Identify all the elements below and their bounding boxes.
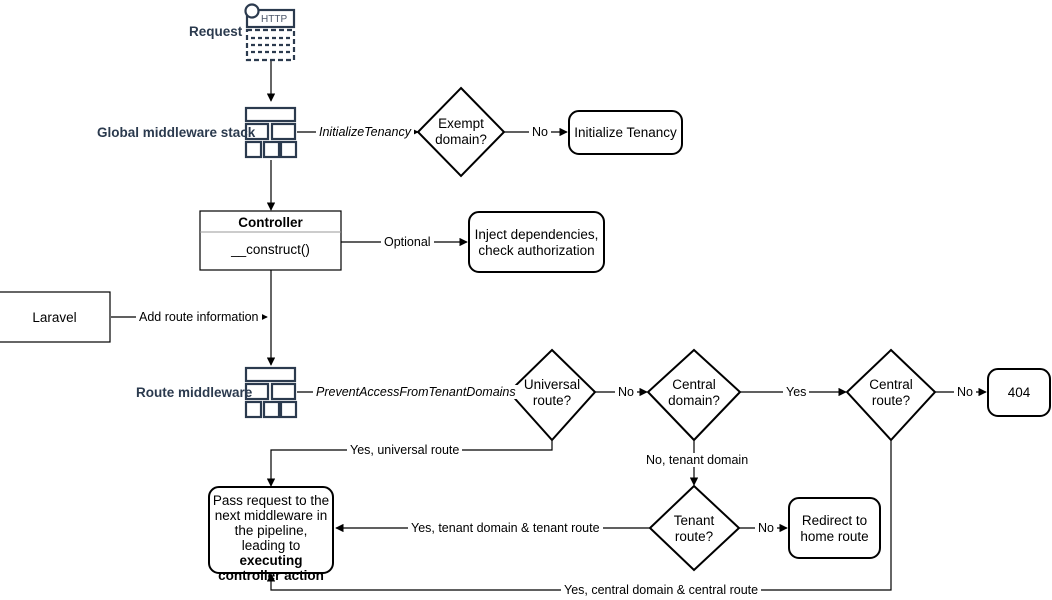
label-route-middleware: Route middleware (136, 385, 253, 400)
node-initialize-tenancy[interactable] (568, 110, 683, 155)
edge-label-tenant-route-no: No (755, 521, 777, 535)
node-central-domain[interactable] (646, 348, 742, 442)
edge-label-central-route-no: No (954, 385, 976, 399)
node-central-route[interactable] (845, 348, 937, 442)
node-controller-title: Controller (238, 215, 303, 230)
edge-label-central-route-yes: Yes, central domain & central route (561, 583, 762, 597)
edge-label-laravel-add-route-info: Add route information (136, 310, 262, 324)
edge-label-central-domain-no: No, tenant domain (643, 453, 752, 467)
node-laravel[interactable] (0, 291, 111, 343)
http-request-icon (244, 3, 296, 62)
node-404[interactable] (987, 368, 1051, 417)
http-icon-label: HTTP (261, 14, 288, 25)
label-global-middleware-stack: Global middleware stack (97, 125, 256, 140)
edge-label-universal-route-yes: Yes, universal route (347, 443, 463, 457)
node-exempt-domain[interactable] (416, 86, 506, 178)
node-redirect-home[interactable] (788, 497, 881, 559)
edge-label-initialize-tenancy: InitializeTenancy (316, 125, 414, 139)
edge-label-universal-route-no: No (615, 385, 637, 399)
edge-label-central-domain-yes: Yes (783, 385, 810, 399)
node-controller[interactable] (199, 210, 342, 271)
edge-label-exempt-domain-no: No (529, 125, 551, 139)
node-pass-request[interactable] (208, 486, 334, 574)
node-tenant-route[interactable] (648, 484, 741, 572)
middleware-stack-icon (244, 106, 298, 159)
node-inject-dependencies[interactable] (468, 211, 605, 273)
edge-label-tenant-route-yes: Yes, tenant domain & tenant route (408, 521, 603, 535)
node-universal-route[interactable] (507, 348, 597, 442)
middleware-stack-icon (244, 366, 298, 419)
edge-label-prevent-access: PreventAccessFromTenantDomains (313, 385, 519, 399)
edge-label-controller-optional: Optional (381, 235, 434, 249)
label-request: Request (189, 24, 243, 39)
